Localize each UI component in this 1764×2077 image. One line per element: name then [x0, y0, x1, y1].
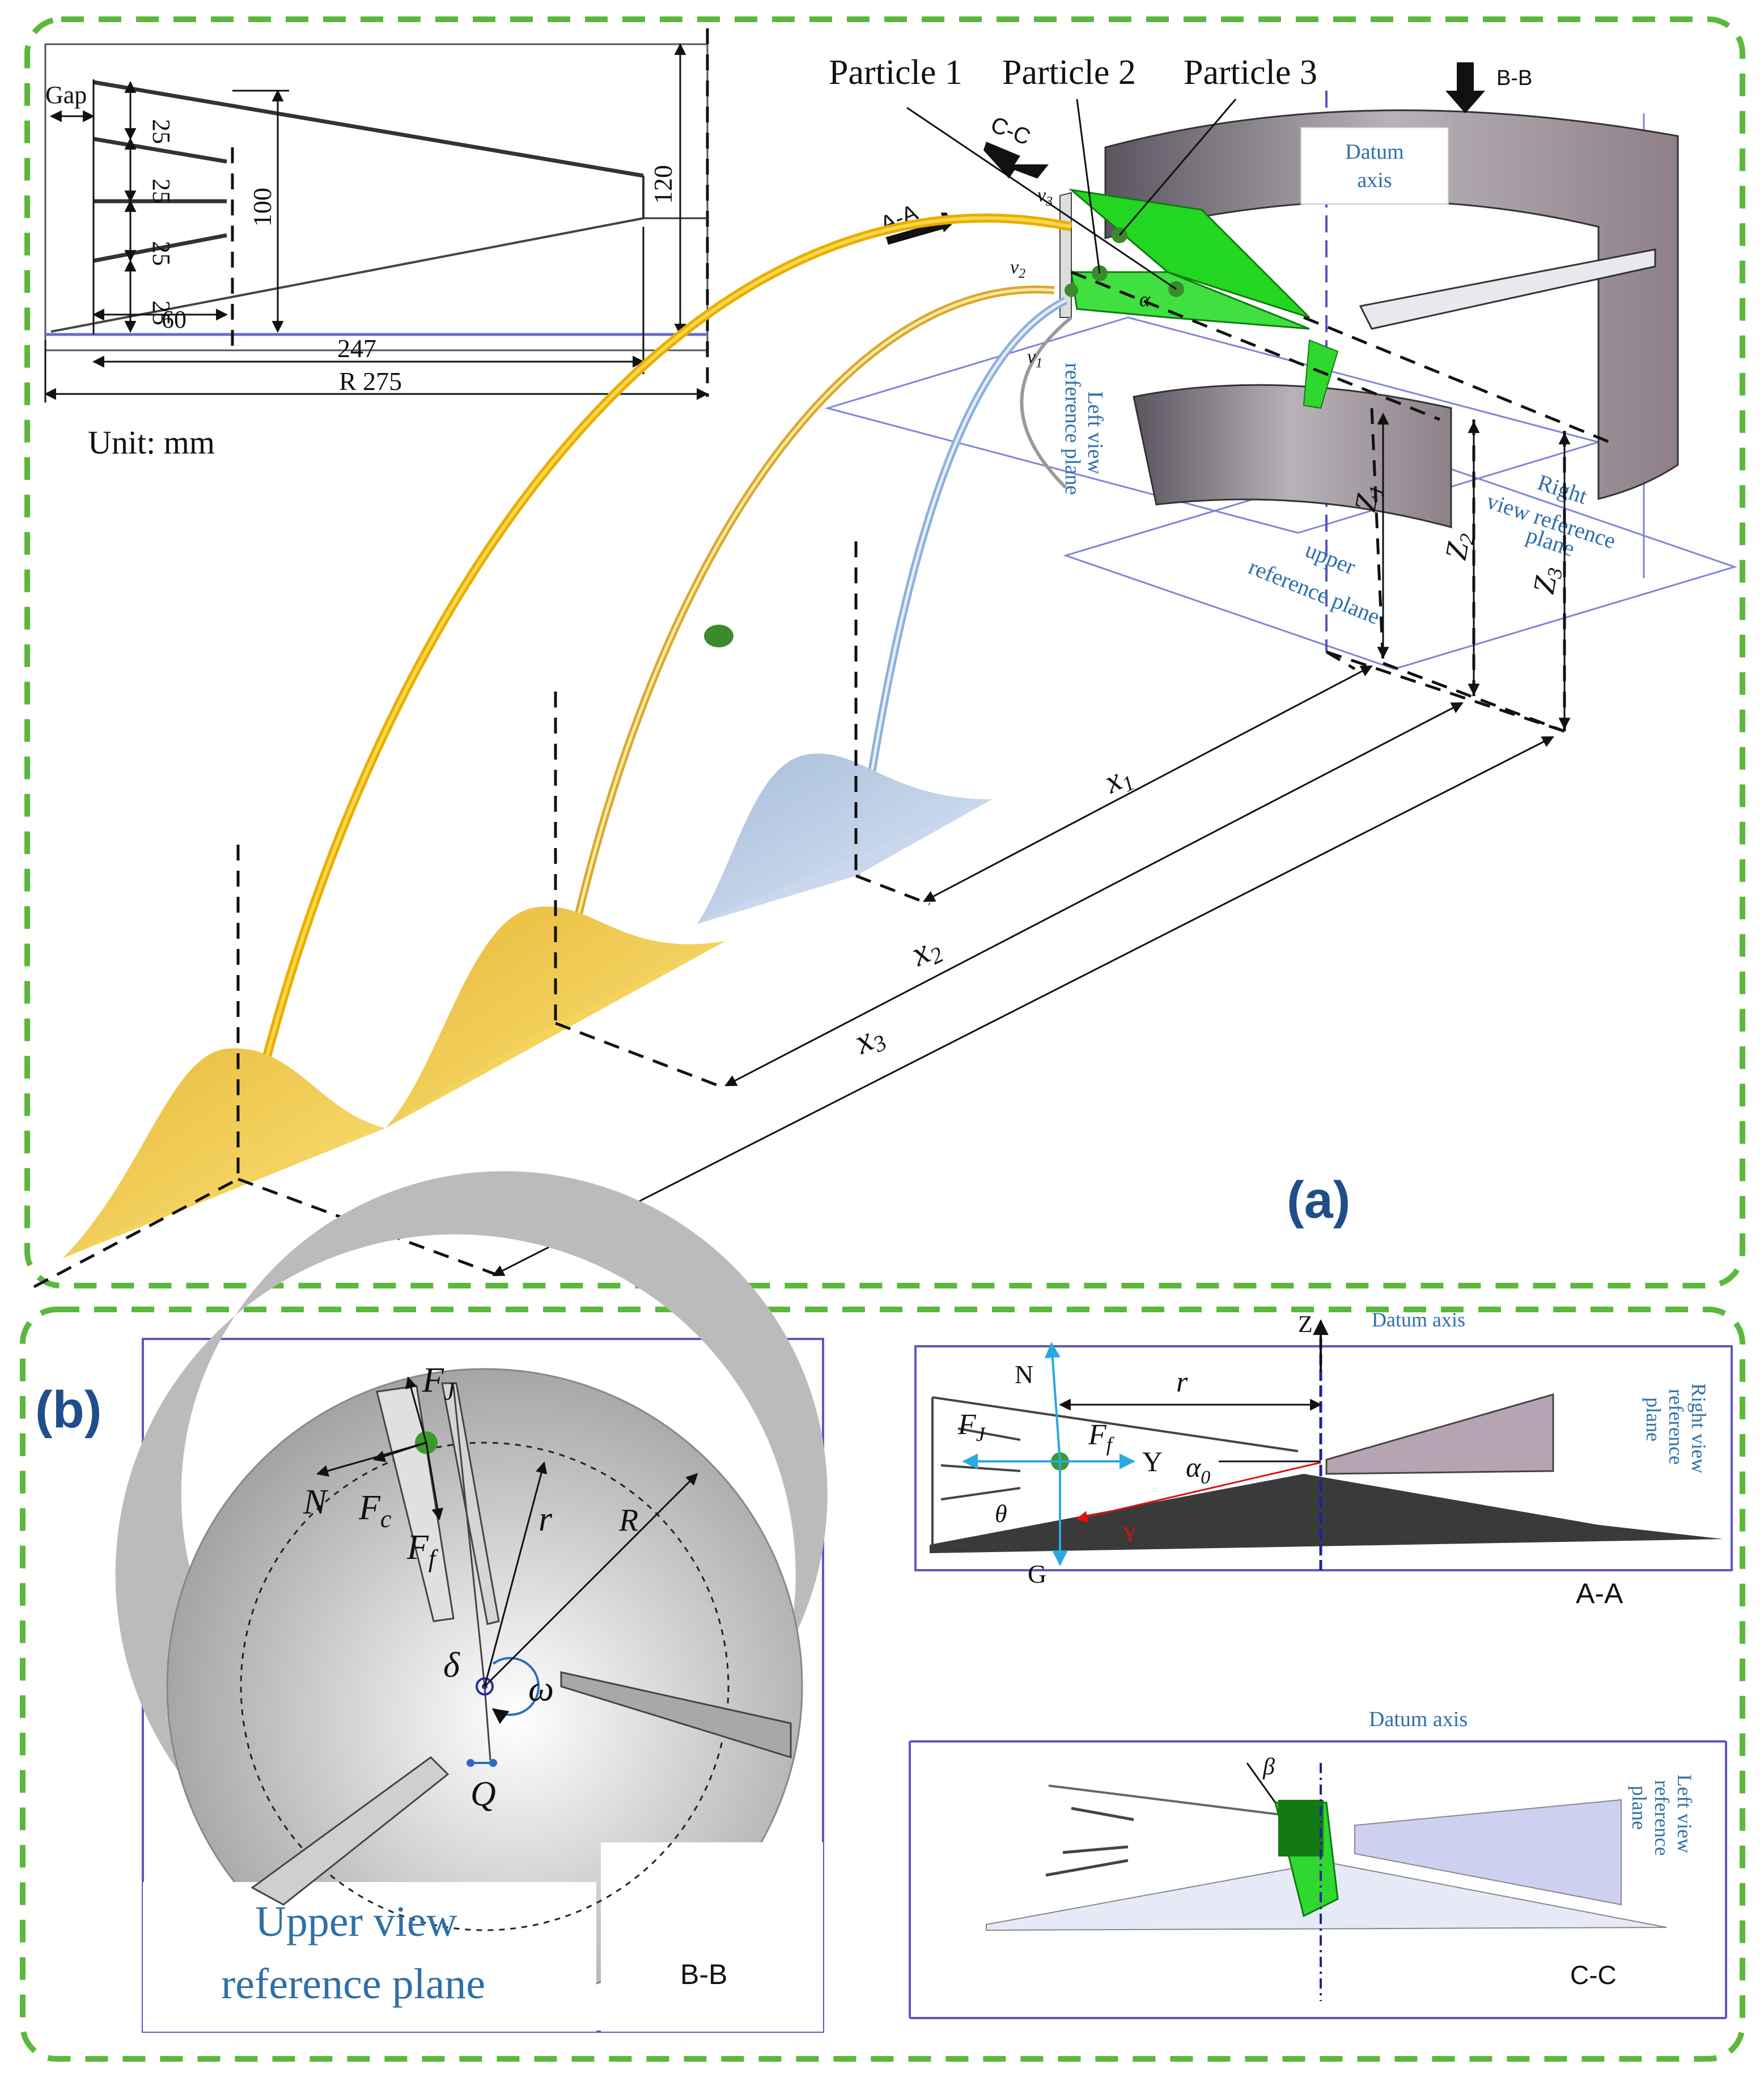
ground-dimensions: Z1 Z2 Z3 x1 x2 x3 [33, 270, 1610, 1288]
inset-dim-25d: 25 [147, 300, 175, 325]
aa-caption: A-A [1576, 1578, 1623, 1609]
bb-r: r [538, 1500, 553, 1538]
x2-label: x2 [904, 927, 947, 977]
inset-unit-label: Unit: mm [88, 424, 215, 461]
particle-2-label: Particle 2 [1002, 53, 1136, 92]
x3-label: x3 [847, 1015, 891, 1065]
aa-r: r [1176, 1366, 1188, 1398]
particle-labels: Particle 1 Particle 2 Particle 3 [829, 53, 1317, 290]
inset-dim-25a: 25 [147, 119, 175, 144]
inset-dim-100: 100 [248, 188, 277, 227]
bb-Q: Q [470, 1775, 496, 1813]
flying-particle [704, 625, 733, 647]
bb-N: N [303, 1483, 329, 1521]
cc-datum: Datum axis [1369, 1707, 1468, 1731]
v2-label: v2 [1010, 257, 1025, 281]
aa-Z: Z [1298, 1312, 1313, 1338]
section-bb-top: B-B [1496, 66, 1532, 90]
aa-right-plane-2: reference [1665, 1389, 1687, 1465]
bb-delta: δ [443, 1646, 460, 1685]
inset-dimension-drawing: Gap 25 25 25 25 60 100 120 247 R 275 Uni… [44, 28, 709, 461]
section-arrows: B-B C-C A-A [877, 62, 1532, 245]
v1-label: v1 [1027, 346, 1042, 371]
x1-label: x1 [1097, 756, 1138, 804]
panel-b-label: (b) [35, 1381, 101, 1439]
v3-label: v3 [1037, 185, 1053, 209]
cc-left-plane-1: Left view [1673, 1774, 1696, 1853]
aa-G: G [1028, 1559, 1046, 1588]
aa-Y: Y [1142, 1446, 1163, 1477]
inset-dim-25c: 25 [147, 241, 175, 266]
cc-left-plane-2: reference [1651, 1780, 1673, 1856]
particle-1-label: Particle 1 [829, 53, 962, 92]
drum-assembly: Datum axis Left view reference plane Rig… [824, 91, 1737, 670]
panel-a-frame [24, 16, 1745, 1288]
aa-alpha0: α0 [1186, 1451, 1210, 1488]
z3-label: Z3 [1526, 563, 1567, 596]
aa-right-plane-3: plane [1642, 1397, 1665, 1442]
aa-FJ: FJ [957, 1409, 986, 1446]
bb-FJ: FJ [422, 1361, 456, 1405]
bb-Ff: Ff [406, 1528, 439, 1572]
section-cc-top: C-C [987, 112, 1034, 150]
left-plane-label-1: Left view [1083, 391, 1107, 474]
left-plane-label-2: reference plane [1061, 363, 1084, 495]
inset-dim-25b: 25 [147, 179, 175, 204]
inset-dim-r275: R 275 [339, 367, 402, 396]
datum-label-2: axis [1357, 168, 1392, 192]
inset-dim-247: 247 [337, 334, 376, 363]
inset-dim-60: 60 [162, 306, 186, 333]
cc-beta: β [1262, 1754, 1275, 1780]
aa-view: Z Datum axis N r FJ Ff Y α0 θ Y G Right … [914, 1308, 1733, 1609]
upper-plane-label-1: upper [1302, 537, 1359, 580]
bb-caption: B-B [680, 1959, 727, 1990]
aa-datum: Datum axis [1372, 1308, 1465, 1331]
cc-left-plane-3: plane [1628, 1786, 1651, 1830]
bb-plane-label-2: reference plane [221, 1960, 485, 2008]
inset-gap-label: Gap [45, 81, 87, 109]
velocity-labels: v3 v2 v1 α [1010, 185, 1151, 371]
aa-N: N [1015, 1360, 1033, 1389]
bb-plane-label-1: Upper view [255, 1898, 457, 1945]
bb-Fc: Fc [358, 1489, 392, 1533]
bb-omega: ω [528, 1668, 554, 1709]
cc-view: Datum axis β Left view reference plane C… [909, 1707, 1727, 2019]
particle-3-label: Particle 3 [1184, 53, 1317, 92]
inset-dim-120: 120 [648, 165, 677, 204]
datum-label-1: Datum [1345, 140, 1403, 164]
cc-caption: C-C [1570, 1960, 1617, 1990]
panel-a-label: (a) [1287, 1171, 1350, 1229]
panel-b-frame [20, 1307, 1745, 2062]
aa-Y-red: Y [1122, 1523, 1137, 1545]
alpha-label: α [1139, 288, 1151, 311]
right-plane-label-1: Right [1534, 469, 1590, 509]
bb-R: R [618, 1503, 638, 1538]
aa-theta: θ [995, 1500, 1007, 1528]
aa-right-plane-1: Right view [1687, 1383, 1710, 1473]
bb-view: FJ N Fc Ff r R δ ω Q Upper view referenc… [115, 1171, 828, 2033]
